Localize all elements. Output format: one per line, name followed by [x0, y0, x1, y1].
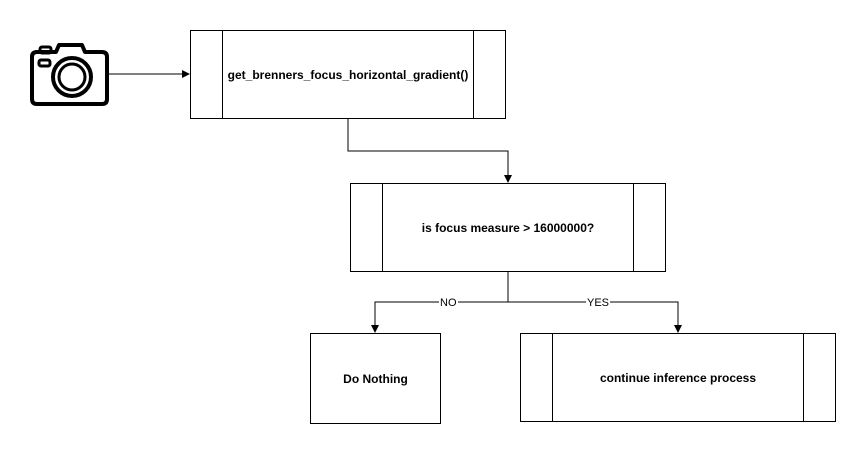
process-bar-right [473, 31, 474, 118]
process-continue-inference: continue inference process [520, 333, 836, 422]
edge-label-yes: YES [586, 297, 611, 309]
process-brenners-focus-label: get_brenners_focus_horizontal_gradient() [227, 67, 469, 82]
process-bar-left [222, 31, 223, 118]
process-focus-check: is focus measure > 16000000? [350, 183, 666, 272]
process-bar-right [633, 184, 634, 271]
process-continue-inference-label: continue inference process [599, 370, 757, 385]
camera-icon [30, 43, 109, 106]
process-focus-check-label: is focus measure > 16000000? [421, 220, 595, 235]
node-do-nothing: Do Nothing [310, 333, 441, 424]
process-bar-right [803, 334, 804, 421]
process-brenners-focus: get_brenners_focus_horizontal_gradient() [190, 30, 506, 119]
node-do-nothing-label: Do Nothing [343, 371, 408, 386]
edge-label-no: NO [439, 297, 458, 309]
process-bar-left [552, 334, 553, 421]
edge-brenner-to-decision [347, 118, 512, 183]
process-bar-left [382, 184, 383, 271]
edge-decision-to-continue [508, 301, 682, 333]
